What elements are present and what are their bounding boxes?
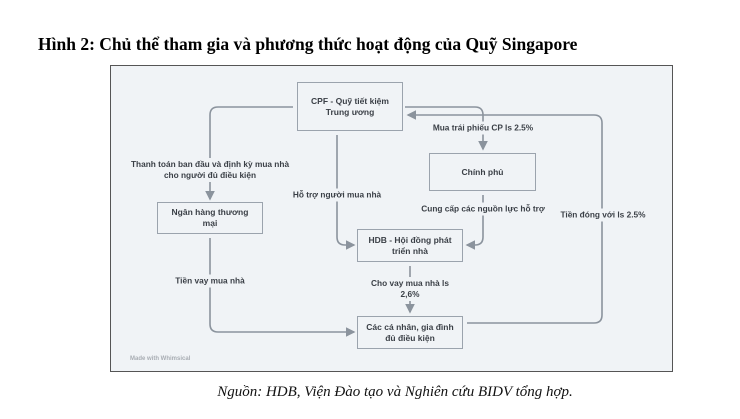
- label-individuals-to-cpf: Tiền đóng với ls 2.5%: [558, 208, 648, 222]
- edge-cpf-to-hdb: [336, 135, 356, 250]
- edge-cpf-to-bank: [205, 106, 293, 201]
- whimsical-watermark: Made with Whimsical: [130, 356, 190, 362]
- node-government: Chính phủ: [429, 153, 536, 191]
- label-cpf-to-government: Mua trái phiếu CP ls 2.5%: [430, 121, 536, 135]
- node-cpf: CPF - Quỹ tiết kiệm Trung ương: [297, 82, 403, 131]
- node-bank: Ngân hàng thương mại: [157, 202, 263, 234]
- label-government-to-hdb: Cung cấp các nguồn lực hỗ trợ: [419, 202, 547, 216]
- label-bank-to-individuals: Tiền vay mua nhà: [173, 274, 247, 288]
- node-hdb: HDB - Hội đồng phát triển nhà: [357, 229, 463, 262]
- watermark-text: Made with Whimsical: [130, 356, 191, 362]
- figure-title: Hình 2: Chủ thể tham gia và phương thức …: [38, 34, 578, 54]
- label-hdb-to-individuals: Cho vay mua nhà ls 2,6%: [368, 277, 452, 301]
- node-individuals: Các cá nhân, gia đình đủ điều kiện: [357, 316, 463, 349]
- label-cpf-to-bank: Thanh toán ban đầu và định kỳ mua nhà ch…: [128, 158, 292, 182]
- label-cpf-to-hdb: Hỗ trợ người mua nhà: [290, 188, 384, 202]
- edge-bank-to-individuals: [209, 238, 356, 337]
- edge-government-to-hdb: [465, 195, 484, 250]
- figure-caption: Nguồn: HDB, Viện Đào tạo và Nghiên cứu B…: [217, 384, 573, 400]
